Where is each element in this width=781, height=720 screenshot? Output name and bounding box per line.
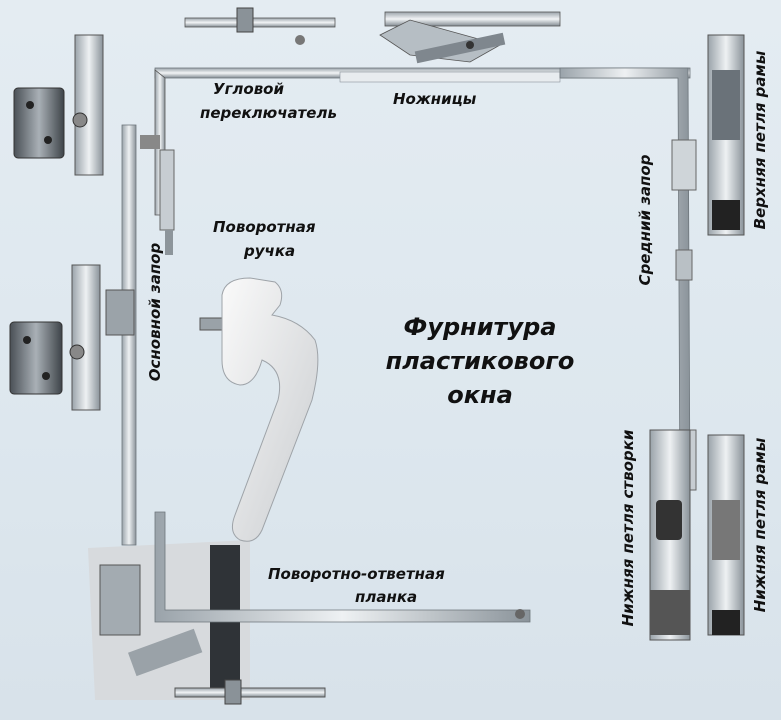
- handle-part: [199, 277, 319, 542]
- label-lower-frame-hinge: Нижняя петля рамы: [751, 437, 769, 613]
- corner-switch-part: [154, 69, 175, 255]
- label-middle-lock: Средний запор: [636, 154, 654, 286]
- label-scissors: Ножницы: [393, 90, 477, 108]
- diagram-title: Фурнитура пластикового окна: [360, 310, 600, 412]
- title-line-1: Фурнитура: [403, 313, 557, 341]
- label-upper-frame-hinge: Верхняя петля рамы: [751, 50, 769, 230]
- left-lower-hinge: [9, 264, 101, 411]
- title-line-3: окна: [447, 381, 513, 409]
- label-strike-plate-line1: Поворотно-ответная: [268, 565, 445, 583]
- label-handle-line2: ручка: [244, 242, 296, 260]
- lower-sash-hinge-part: [649, 429, 691, 641]
- label-main-lock: Основной запор: [146, 242, 164, 382]
- label-corner-switch-line2: переключатель: [200, 104, 337, 122]
- strike-plate-rail: [154, 511, 531, 705]
- label-lower-sash-hinge: Нижняя петля створки: [619, 429, 637, 627]
- title-line-2: пластикового: [385, 347, 575, 375]
- left-upper-hinge: [13, 34, 104, 176]
- lower-frame-hinge-part: [707, 434, 745, 636]
- main-lock-rail: [105, 124, 160, 546]
- label-strike-plate-line2: планка: [355, 588, 418, 606]
- scissors-part: [379, 11, 561, 64]
- label-corner-switch-line1: Угловой: [213, 80, 285, 98]
- label-handle-line1: Поворотная: [213, 218, 316, 236]
- top-small-strike: [184, 7, 336, 45]
- upper-frame-hinge-part: [707, 34, 745, 236]
